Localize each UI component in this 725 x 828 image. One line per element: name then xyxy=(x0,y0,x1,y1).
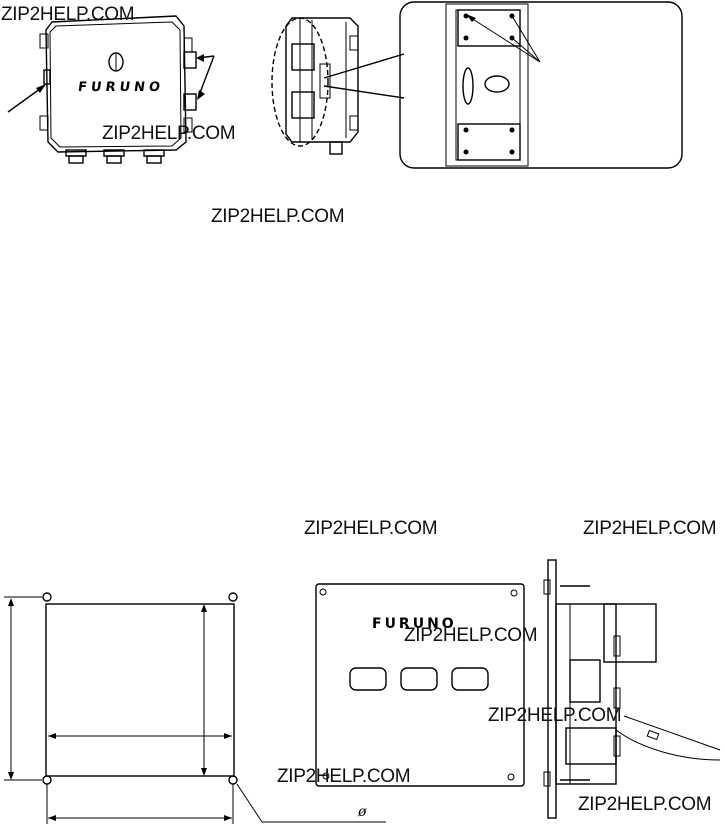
watermark-3: ZIP2HELP.COM xyxy=(211,206,345,227)
zoom-callout xyxy=(399,1,683,169)
watermark-5: ZIP2HELP.COM xyxy=(583,518,717,539)
mounting-template xyxy=(4,592,386,824)
junction-box-front xyxy=(7,15,215,164)
brand-logo-top: FURUNO xyxy=(76,80,165,95)
watermark-2: ZIP2HELP.COM xyxy=(102,123,236,144)
flush-mount-front xyxy=(315,583,525,787)
watermark-7: ZIP2HELP.COM xyxy=(488,705,622,726)
junction-box-side xyxy=(271,17,405,155)
watermark-9: ZIP2HELP.COM xyxy=(578,794,712,815)
watermark-8: ZIP2HELP.COM xyxy=(277,766,411,787)
watermark-6: ZIP2HELP.COM xyxy=(404,625,538,646)
flush-mount-side xyxy=(543,559,721,819)
watermark-1: ZIP2HELP.COM xyxy=(1,4,135,25)
diameter-symbol: ø xyxy=(358,804,367,820)
brand-logo-bottom: FURUNO xyxy=(372,616,457,632)
watermark-4: ZIP2HELP.COM xyxy=(304,518,438,539)
